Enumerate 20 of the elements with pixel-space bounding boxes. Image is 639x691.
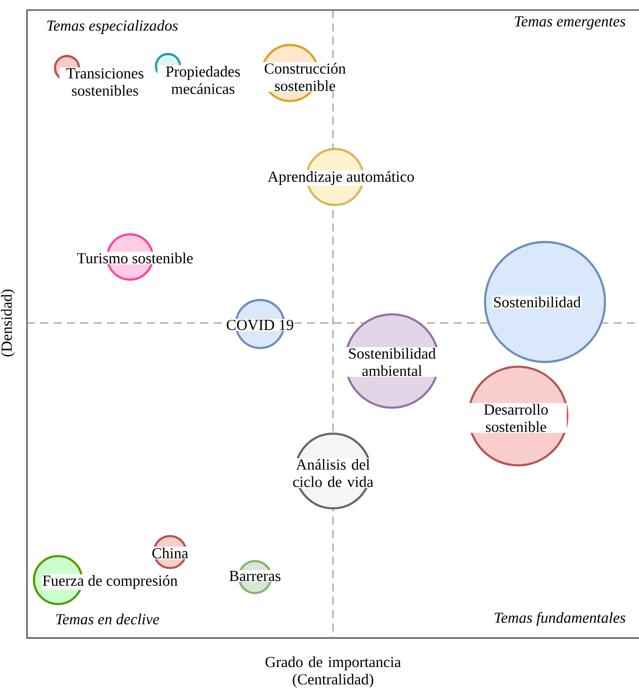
bubble: Sostenibilidad [484, 240, 606, 364]
bubble: Análisis del ciclo de vida [288, 432, 378, 510]
bubble: Sostenibilidad ambiental [336, 313, 448, 409]
quadrant-label: Temas en declive [56, 614, 160, 624]
quadrant-label: Temas fundamentales [494, 612, 626, 626]
bubble: Desarrollo sostenible [465, 366, 568, 466]
bubble: COVID 19 [225, 298, 295, 350]
quadrant-label: Temas emergentes [515, 16, 626, 30]
node-label: Transiciones sostenibles [66, 68, 144, 96]
bubble: Transiciones sostenibles [54, 54, 150, 97]
quadrant-label: Temas especializados [47, 20, 178, 34]
bubble: Aprendizaje automático [266, 148, 416, 206]
bubble: Propiedades mecánicas [154, 52, 248, 95]
bubble: Construcción sostenible [260, 44, 350, 102]
bubble: Barreras [228, 560, 282, 594]
bubble: Turismo sostenible [76, 233, 194, 281]
axis-label: (Densidad) [1, 290, 15, 356]
node-label: Propiedades mecánicas [166, 66, 240, 94]
bubble: China [150, 534, 190, 570]
axis-label: Grado de importancia (Centralidad) [266, 656, 401, 688]
